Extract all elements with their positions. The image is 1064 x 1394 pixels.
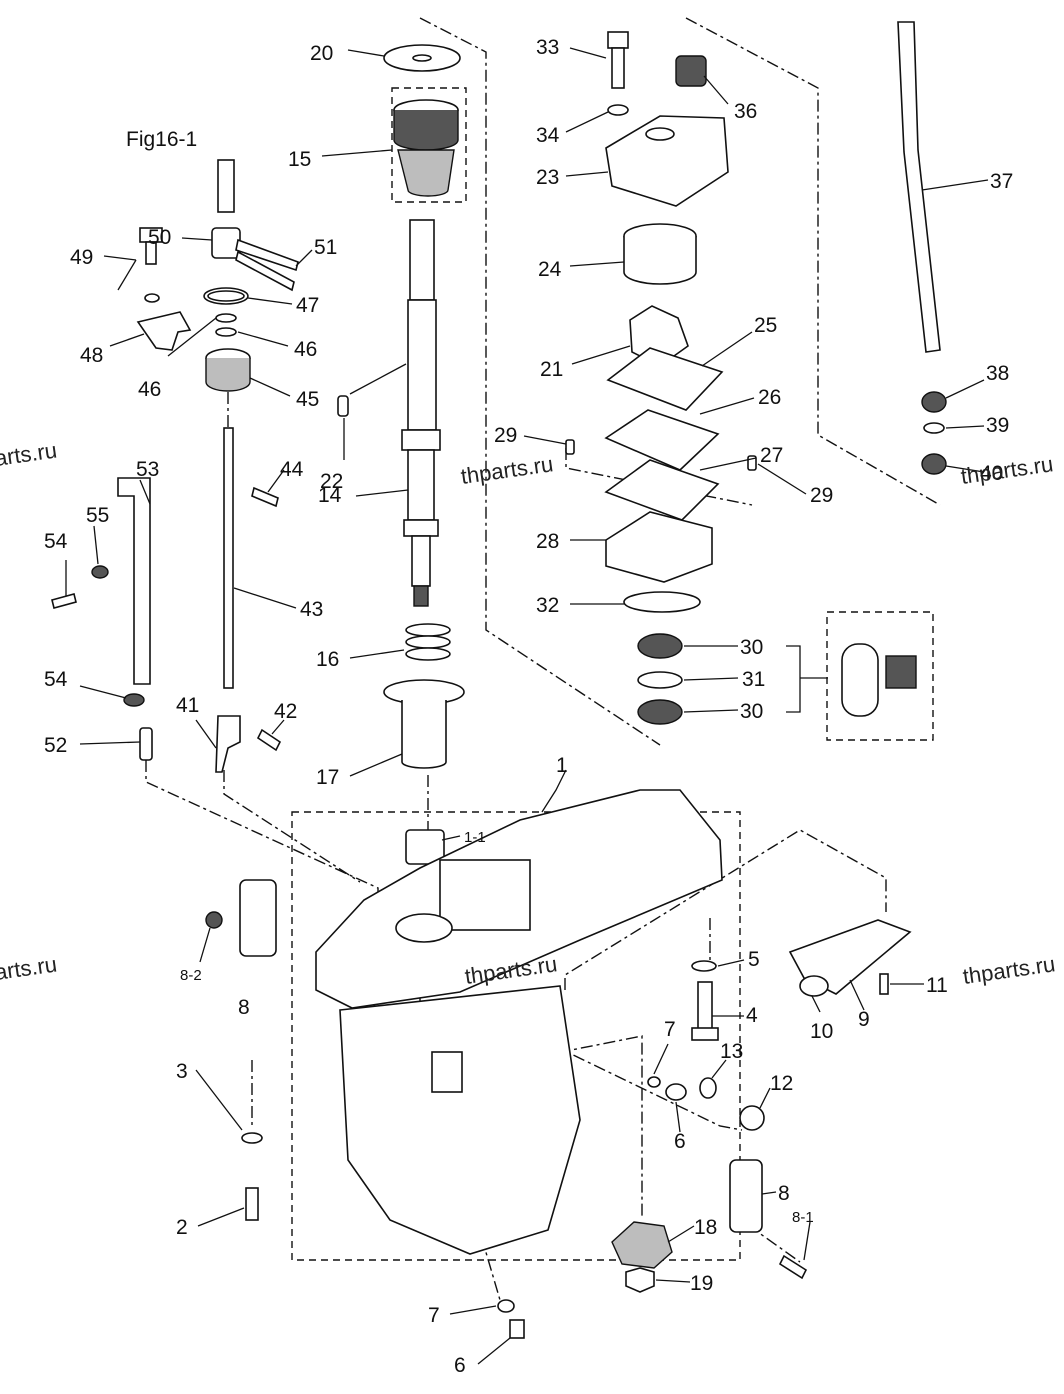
label-30a: 30 (740, 636, 763, 659)
label-46a: 46 (294, 338, 317, 361)
label-52: 52 (44, 734, 67, 757)
label-fig16-1: Fig16-1 (126, 128, 197, 151)
label-5: 5 (748, 948, 760, 971)
label-23: 23 (536, 166, 559, 189)
gear-case-1 (315, 789, 723, 1255)
label-38: 38 (986, 362, 1009, 385)
cup-24 (623, 223, 697, 285)
label-7a: 7 (664, 1018, 676, 1041)
bearing-30-31 (637, 633, 683, 725)
label-22: 22 (320, 470, 343, 493)
label-18: 18 (694, 1216, 717, 1239)
label-34: 34 (536, 124, 560, 147)
label-28: 28 (536, 530, 559, 553)
label-37: 37 (990, 170, 1013, 193)
label-14: 14 (318, 484, 342, 507)
label-30b: 30 (740, 700, 763, 723)
label-20: 20 (310, 42, 333, 65)
label-1: 1 (556, 754, 568, 777)
label-44: 44 (280, 458, 304, 481)
watermark-text: arts.ru (0, 952, 58, 985)
label-43: 43 (300, 598, 323, 621)
label-8b: 8 (778, 1182, 790, 1205)
label-11: 11 (926, 974, 948, 997)
label-42: 42 (274, 700, 297, 723)
label-26: 26 (758, 386, 781, 409)
label-16: 16 (316, 648, 339, 671)
label-6a: 6 (674, 1130, 686, 1153)
drive-shaft-14 (401, 219, 441, 607)
label-50: 50 (148, 226, 171, 249)
label-2: 2 (176, 1216, 188, 1239)
watermark-text: thparts.ru (961, 951, 1057, 989)
label-8a: 8 (238, 996, 250, 1019)
label-8-2: 8-2 (180, 967, 202, 984)
label-29b: 29 (810, 484, 833, 507)
label-7b: 7 (428, 1304, 440, 1327)
watermark-text: thparts.ru (459, 451, 555, 489)
label-51: 51 (314, 236, 337, 259)
label-41: 41 (176, 694, 199, 717)
sleeve-17 (383, 679, 465, 769)
label-40: 40 (980, 462, 1003, 485)
grommet-45 (205, 348, 251, 392)
label-49: 49 (70, 246, 93, 269)
label-25: 25 (754, 314, 777, 337)
label-47: 47 (296, 294, 319, 317)
label-17: 17 (316, 766, 339, 789)
label-10: 10 (810, 1020, 833, 1043)
label-4: 4 (746, 1004, 758, 1027)
label-24: 24 (538, 258, 562, 281)
label-12: 12 (770, 1072, 793, 1095)
label-33: 33 (536, 36, 559, 59)
label-1-1: 1-1 (464, 829, 486, 846)
label-13: 13 (720, 1040, 743, 1063)
label-45: 45 (296, 388, 319, 411)
callout-labels: 20 15 Fig16-1 50 51 49 47 46 46 48 45 22… (44, 36, 1013, 1377)
label-19: 19 (690, 1272, 713, 1295)
gear-15 (393, 99, 459, 197)
label-55: 55 (86, 504, 109, 527)
leader-lines (65, 47, 989, 1365)
label-39: 39 (986, 414, 1009, 437)
label-3: 3 (176, 1060, 188, 1083)
label-27: 27 (760, 444, 783, 467)
label-54b: 54 (44, 668, 68, 691)
label-48: 48 (80, 344, 103, 367)
spring-16 (405, 623, 451, 661)
label-32: 32 (536, 594, 559, 617)
label-36: 36 (734, 100, 757, 123)
label-54a: 54 (44, 530, 68, 553)
label-21: 21 (540, 358, 563, 381)
label-31: 31 (742, 668, 765, 691)
label-15: 15 (288, 148, 311, 171)
label-8-1: 8-1 (792, 1209, 814, 1226)
watermark-text: thparts.ru (959, 451, 1055, 489)
label-53: 53 (136, 458, 159, 481)
watermark-text: arts.ru (0, 438, 58, 471)
washer-20 (383, 44, 461, 72)
label-9: 9 (858, 1008, 870, 1031)
part-shapes (51, 21, 947, 1339)
label-6b: 6 (454, 1354, 466, 1377)
bolt-49 (139, 227, 163, 303)
coupler-50 (211, 227, 299, 292)
label-46b: 46 (138, 378, 161, 401)
label-29a: 29 (494, 424, 517, 447)
